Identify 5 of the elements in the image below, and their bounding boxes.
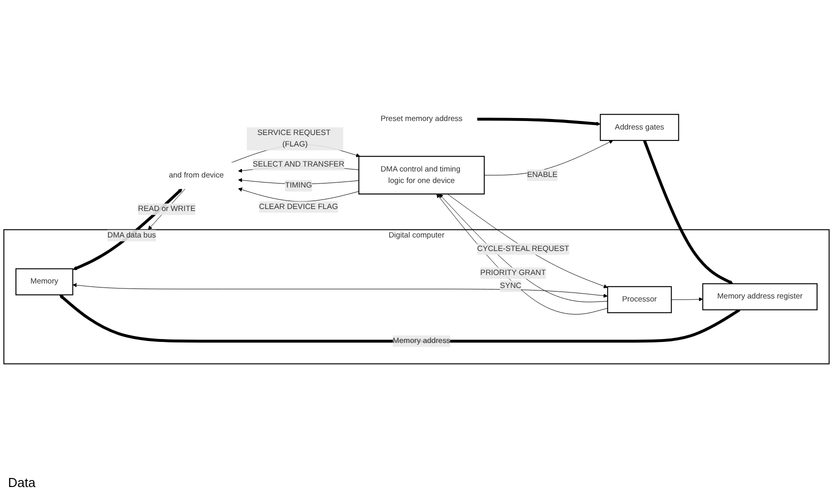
arrow: [477, 118, 601, 126]
arrow: [59, 294, 740, 343]
signal-label: Data: [8, 475, 36, 490]
arrow: [72, 188, 182, 270]
arrow: [643, 140, 734, 284]
